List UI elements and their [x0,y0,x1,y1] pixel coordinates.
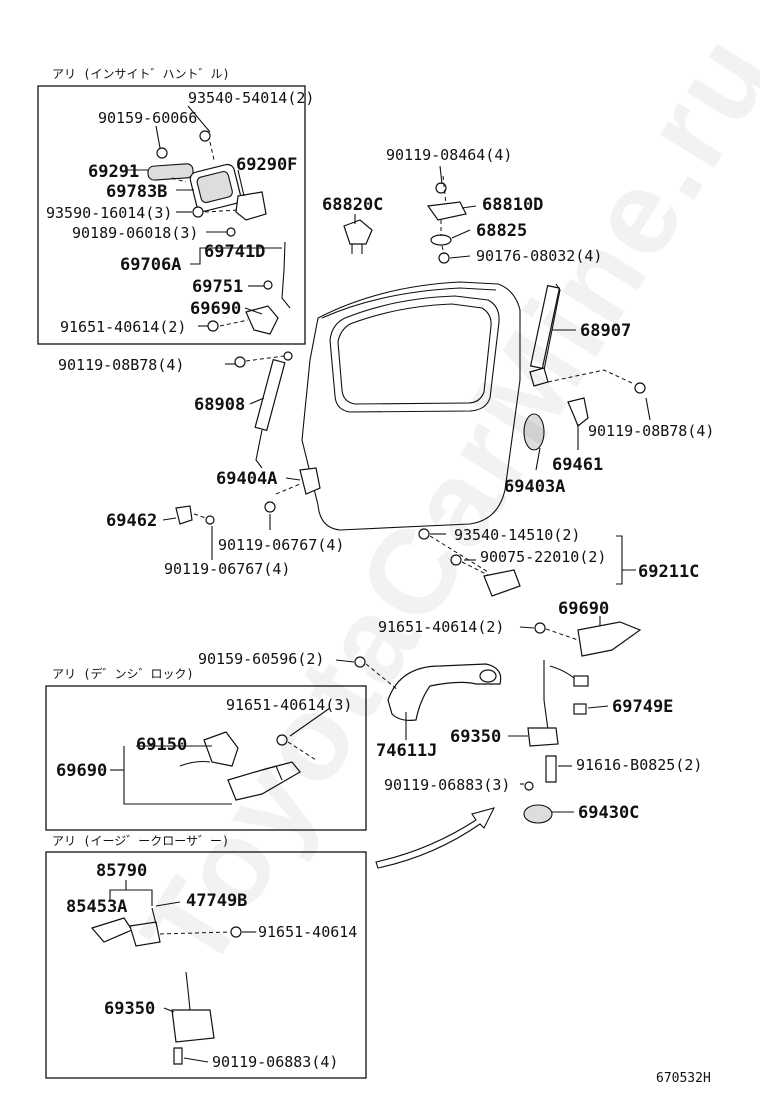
part-label: 93590-16014(3) [46,204,172,222]
stay-right [529,283,646,394]
part-label: 90189-06018(3) [72,224,198,242]
part-label: 69291 [88,162,139,182]
part-label: 69706A [120,255,181,275]
section-title-power-lock: アリ (デ゛ンシ゛ロック) [52,666,194,681]
part-label: 90075-22010(2) [480,548,606,566]
part-label: 90119-06883(4) [212,1053,338,1071]
part-labels: 93540-54014(2) 90159-60066 69291 69290F … [46,89,714,1086]
part-label: 68820C [322,195,383,215]
part-label: 69783B [106,182,167,202]
part-label: 93540-14510(2) [454,526,580,544]
easy-closer-parts [90,907,242,1065]
part-label: 90159-60596(2) [198,650,324,668]
part-label: 69150 [136,735,187,755]
part-label: 90159-60066 [98,109,197,127]
part-label: 69751 [192,277,243,297]
power-lock-parts [179,731,317,801]
part-label: 93540-54014(2) [188,89,314,107]
part-label: 90119-08B78(4) [588,422,714,440]
lock-parts [354,528,642,824]
part-label: 91616-B0825(2) [576,756,702,774]
flow-arrow [375,807,496,869]
part-label: 69290F [236,155,297,175]
inside-handle-parts [147,130,291,335]
part-label: 74611J [376,741,437,761]
part-label: 69690 [56,761,107,781]
figure-code: 670532H [656,1071,711,1086]
part-label: 69404A [216,469,277,489]
section-title-easy-closer: アリ (イージ゛ークローサ゛ー) [52,834,229,848]
part-label: 69690 [558,599,609,619]
part-label: 90119-06883(3) [384,776,510,794]
part-label: 69403A [504,477,565,497]
part-label: 90119-08B78(4) [58,356,184,374]
part-label: 90119-06767(4) [164,560,290,578]
part-label: 91651-40614(3) [226,696,352,714]
part-label: 91651-40614(2) [60,318,186,336]
part-label: 90119-08464(4) [386,146,512,164]
part-label: 85790 [96,861,147,881]
part-label: 69741D [204,242,265,262]
part-label: 85453A [66,897,127,917]
part-label: 68810D [482,195,543,215]
easy-closer-frame [45,851,367,1079]
part-label: 68908 [194,395,245,415]
part-label: 69690 [190,299,241,319]
part-label: 90119-06767(4) [218,536,344,554]
part-label: 69350 [104,999,155,1019]
part-label: 69461 [552,455,603,475]
stay-left [234,351,293,469]
part-label: 68907 [580,321,631,341]
door-bumpers [175,397,589,525]
inside-handle-frame [37,85,306,345]
part-label: 69350 [450,727,501,747]
part-label: 90176-08032(4) [476,247,602,265]
part-label: 68825 [476,221,527,241]
part-label: 69749E [612,697,673,717]
part-label: 69462 [106,511,157,531]
back-door-panel [301,281,521,531]
part-label: 47749B [186,891,247,911]
part-label: 69211C [638,562,699,582]
part-label: 91651-40614 [258,923,357,941]
hinge-parts [343,175,467,264]
power-lock-frame [45,685,367,831]
part-label: 69430C [578,803,639,823]
leader-lines [109,105,651,1063]
section-title-inside-handle: アリ (インサイト゛ハント゛ル) [52,67,230,81]
part-label: 91651-40614(2) [378,618,504,636]
